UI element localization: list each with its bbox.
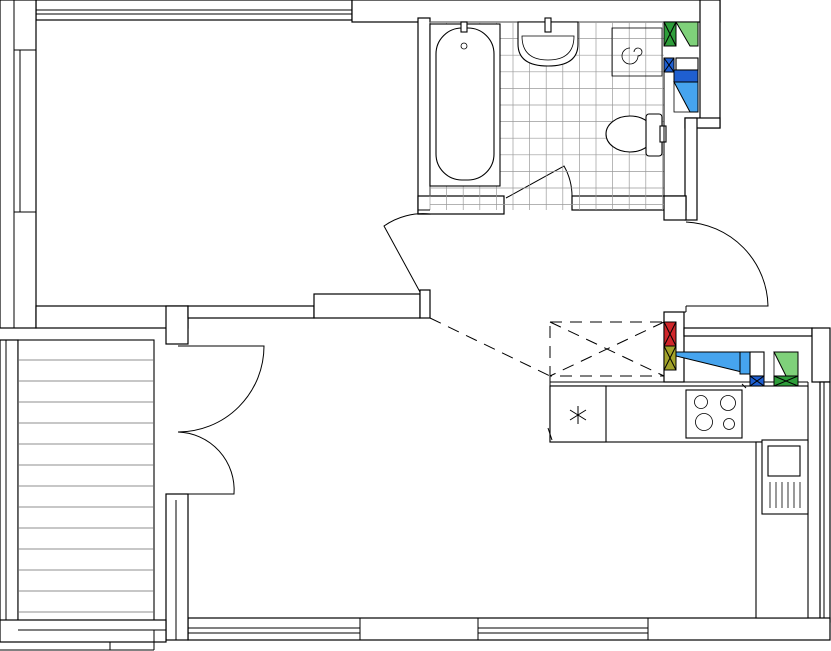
wardrobe-outline [429, 317, 665, 377]
wall-bottom [187, 617, 831, 641]
door-bathroom [505, 165, 573, 199]
sink [767, 445, 801, 477]
wall-left [0, 0, 37, 329]
riser-cold-2 [773, 351, 799, 377]
wall-bath-bottom [417, 195, 505, 215]
balcony [0, 339, 167, 651]
asterisk-icon [569, 406, 587, 424]
oven-grille [769, 482, 801, 508]
balcony-slats [18, 359, 154, 613]
hob-burner [723, 418, 735, 430]
kitchen [547, 321, 809, 619]
wall-partition-left [35, 305, 189, 329]
bath-faucet [460, 21, 468, 33]
washbasin [517, 21, 579, 67]
wall-bath-left [417, 17, 431, 215]
bathroom [429, 17, 699, 210]
wall-partition-mid [313, 293, 421, 319]
floor-drain [611, 27, 663, 77]
riser-vent [675, 351, 751, 375]
wall-top-right [351, 0, 721, 23]
door-kitchen [685, 221, 769, 307]
doors [177, 165, 769, 495]
door-living [383, 213, 431, 293]
door-balcony-lower [177, 431, 235, 495]
hob-burner [720, 395, 736, 411]
wall-right [819, 381, 831, 623]
door-balcony-upper [177, 345, 265, 433]
hob-burner [694, 395, 708, 409]
hob [685, 389, 743, 439]
wall-partition-lower [165, 493, 189, 641]
wall-ticks [166, 209, 686, 495]
hob-burner [695, 413, 713, 431]
wall-bath-right [699, 0, 721, 129]
